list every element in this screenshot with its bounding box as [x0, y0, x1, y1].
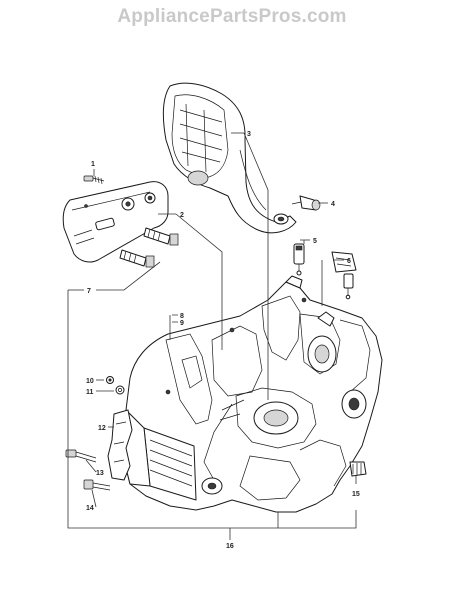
- callout-5: 5: [313, 238, 317, 245]
- screw-part: [83, 175, 105, 185]
- callout-labels: 1 2 3 4 5 6 7 8 9 10 11 12 13 14 15 16: [86, 131, 360, 550]
- handle-guard-part: [162, 82, 297, 234]
- bolt-part-14: [83, 479, 111, 491]
- nut-part: [106, 376, 114, 384]
- callout-4: 4: [331, 201, 335, 208]
- callout-8: 8: [180, 313, 184, 320]
- callout-13: 13: [96, 470, 104, 477]
- washer-part: [115, 385, 125, 395]
- bushing-part: [291, 195, 321, 211]
- side-plate-part: [62, 181, 169, 263]
- callout-16: 16: [226, 543, 234, 550]
- leader-lines: [67, 132, 357, 540]
- connector-part: [293, 243, 305, 276]
- watermark: AppliancePartsPros.com: [117, 6, 347, 27]
- callout-11: 11: [86, 389, 94, 396]
- callout-2: 2: [180, 212, 184, 219]
- damper-block-part: [331, 251, 357, 300]
- crankcase-part: [123, 275, 383, 513]
- callout-12: 12: [98, 425, 106, 432]
- callout-14: 14: [86, 505, 94, 512]
- callout-3: 3: [247, 131, 251, 138]
- callout-1: 1: [91, 161, 95, 168]
- callout-9: 9: [180, 320, 184, 327]
- plug-part: [349, 461, 367, 477]
- bracket-part: [107, 409, 133, 481]
- callout-15: 15: [352, 491, 360, 498]
- bolt-part-13: [65, 449, 97, 463]
- callout-7: 7: [87, 288, 91, 295]
- callout-10: 10: [86, 378, 94, 385]
- callout-6: 6: [347, 258, 351, 265]
- plate-studs-part: [119, 227, 179, 268]
